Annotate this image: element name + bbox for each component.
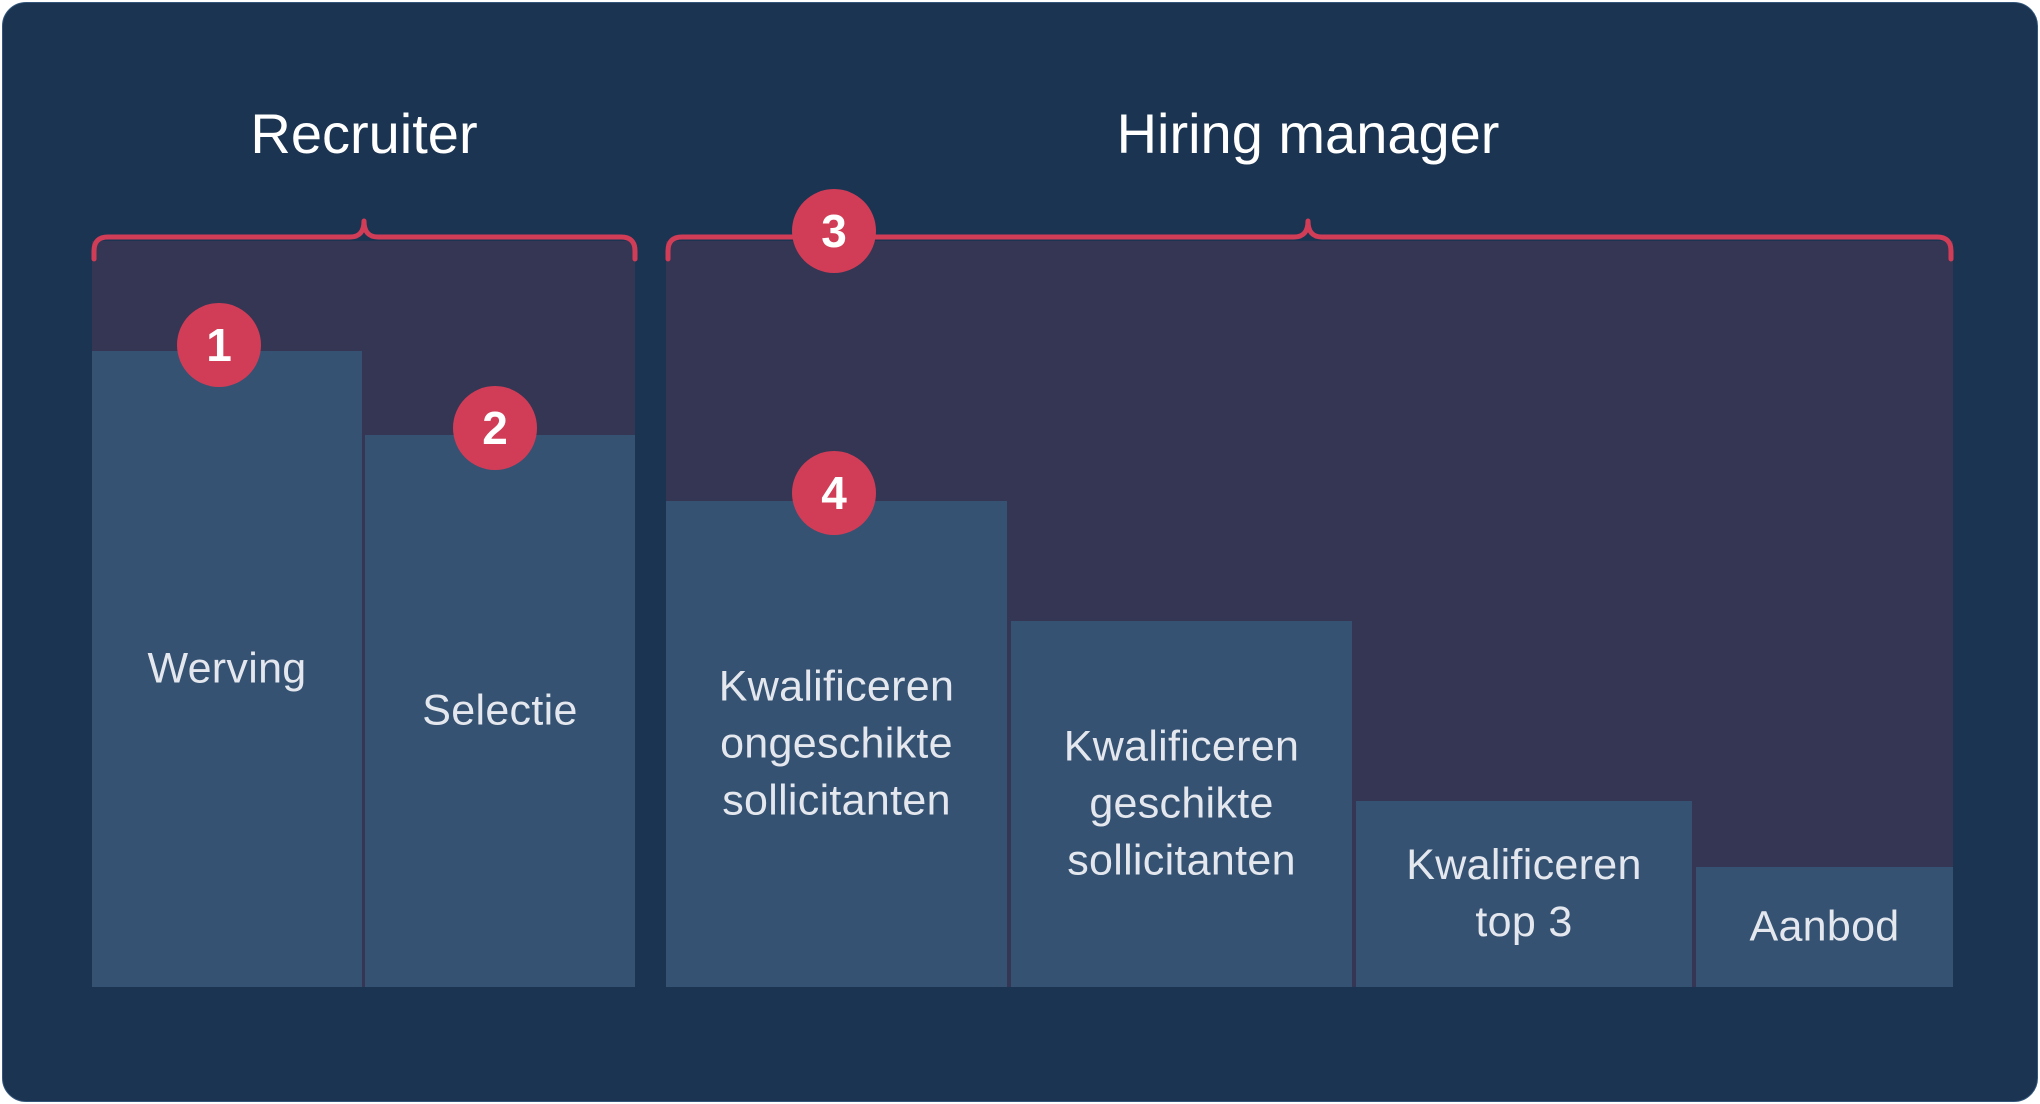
stage-bar-kwalificeren-top3: Kwalificeren top 3 bbox=[1356, 801, 1692, 987]
group-title-recruiter: Recruiter bbox=[250, 102, 478, 165]
stage-label: Kwalificeren ongeschikte sollicitanten bbox=[718, 662, 955, 825]
stage-label: Kwalificeren top 3 bbox=[1406, 841, 1642, 946]
stage-bar-kwalificeren-ongeschikte: Kwalificeren ongeschikte sollicitanten bbox=[666, 501, 1007, 987]
marker-2: 2 bbox=[453, 386, 537, 470]
stage-bar-werving: Werving bbox=[92, 351, 362, 987]
stage-bar-aanbod: Aanbod bbox=[1696, 867, 1953, 987]
stage-label: Aanbod bbox=[1749, 902, 1900, 951]
group-braces bbox=[91, 218, 1954, 262]
stage-label: Werving bbox=[147, 644, 307, 693]
stage-bar-selectie: Selectie bbox=[365, 435, 635, 987]
recruiter-brace bbox=[91, 218, 638, 262]
stage-label: Kwalificeren geschikte sollicitanten bbox=[1063, 722, 1300, 885]
marker-1: 1 bbox=[177, 303, 261, 387]
hiring-manager-brace bbox=[665, 218, 1954, 262]
marker-4: 4 bbox=[792, 451, 876, 535]
stage-bar-kwalificeren-geschikte: Kwalificeren geschikte sollicitanten bbox=[1011, 621, 1352, 987]
marker-3: 3 bbox=[792, 189, 876, 273]
group-title-hiring-manager: Hiring manager bbox=[1116, 102, 1500, 165]
stage-label: Selectie bbox=[422, 686, 578, 735]
